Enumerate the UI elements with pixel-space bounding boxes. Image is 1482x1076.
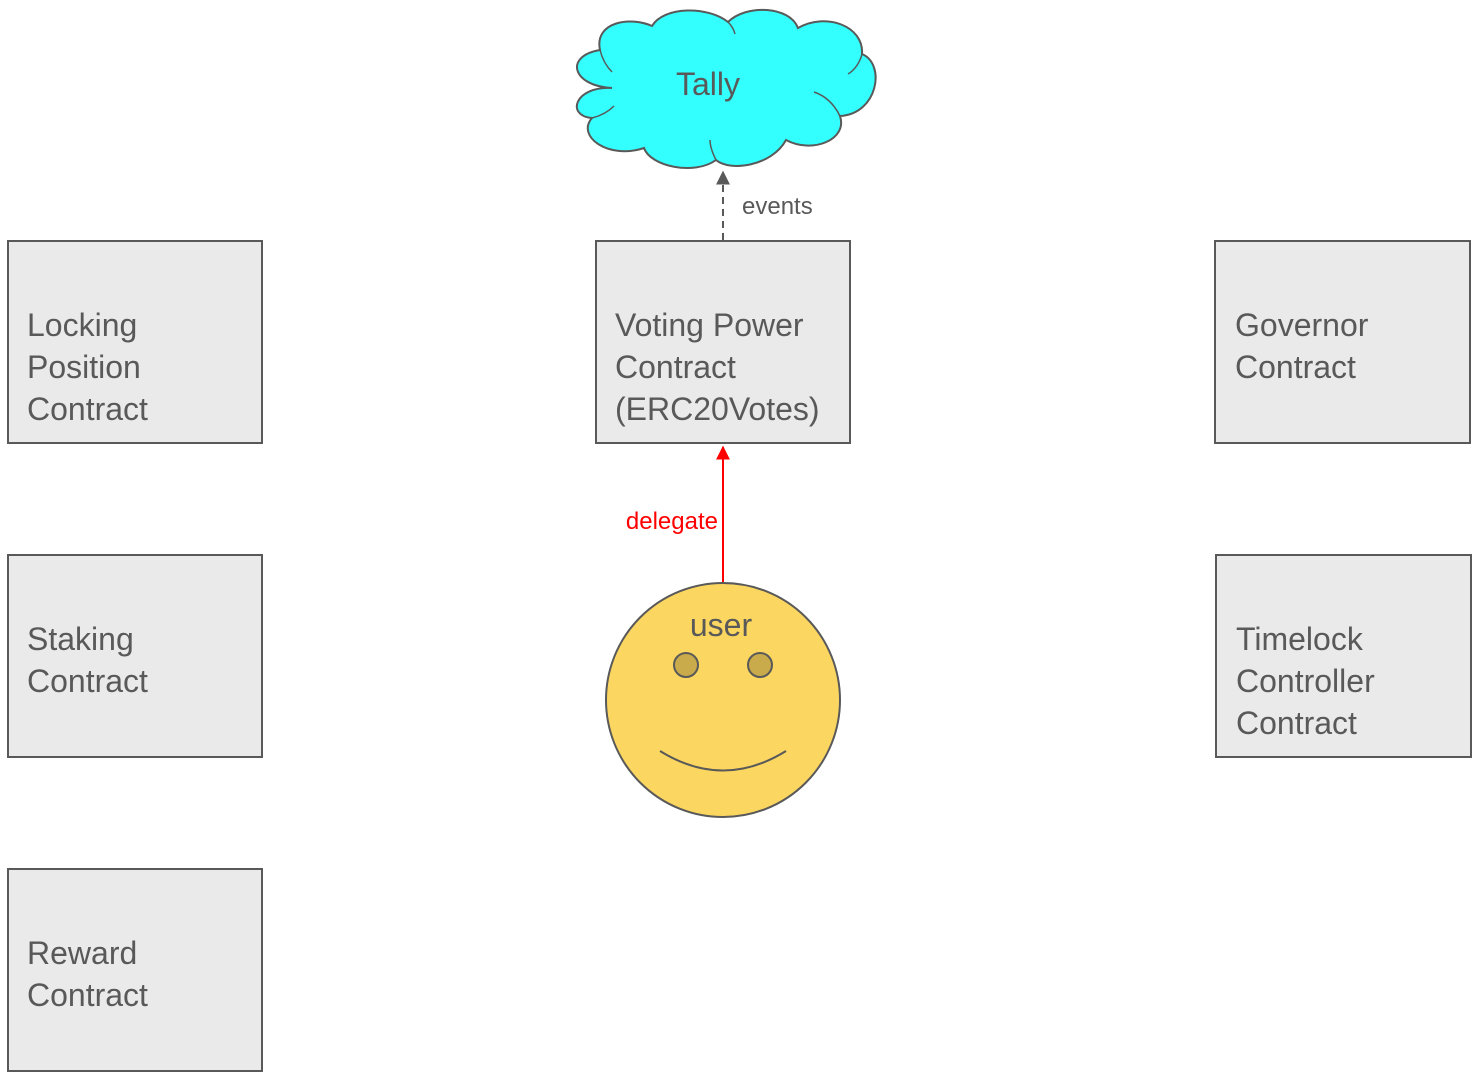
- box-line: Locking: [27, 307, 137, 343]
- user-label: user: [690, 607, 753, 643]
- svg-text:Locking Position C: Locking Position Contract: [27, 307, 150, 427]
- box-line: Governor: [1235, 307, 1369, 343]
- reward-contract-box: Reward Contract: [7, 868, 263, 1072]
- svg-text:Timelock Controller: Timelock Controller Contract: [1236, 621, 1384, 741]
- box-line: Voting Power: [615, 307, 804, 343]
- tally-label: Tally: [676, 66, 740, 102]
- smiley-right-eye: [747, 652, 773, 678]
- tally-cloud: Tally: [575, 8, 877, 169]
- box-line: Contract: [615, 349, 736, 385]
- user-smiley: user: [605, 582, 841, 818]
- voting-power-contract-box: Voting Power Contract (ERC20Votes): [595, 240, 851, 444]
- locking-position-contract-box: Locking Position Contract: [7, 240, 263, 444]
- svg-text:Reward Contract: Reward Contract: [27, 935, 148, 1013]
- box-line: (ERC20Votes): [615, 391, 820, 427]
- smiley-left-eye: [673, 652, 699, 678]
- cloud-inner-curve-bottom-left: [591, 105, 615, 119]
- events-label: events: [742, 193, 813, 220]
- box-line: Contract: [1235, 349, 1356, 385]
- cloud-inner-curve-bottom: [709, 139, 717, 161]
- edge-delegate: delegate: [626, 445, 730, 583]
- smiley-mouth: [659, 750, 787, 772]
- svg-text:Staking Contract: Staking Contract: [27, 621, 148, 699]
- smiley-face: [605, 582, 841, 818]
- svg-text:Voting Power Contract: Voting Power Contract (ERC20Votes): [615, 307, 820, 427]
- box-line: Reward: [27, 935, 137, 971]
- box-line: Contract: [27, 391, 148, 427]
- cloud-inner-curve-mid: [727, 21, 736, 35]
- box-line: Contract: [1236, 705, 1357, 741]
- box-line: Timelock: [1236, 621, 1364, 657]
- governor-contract-box: Governor Contract: [1214, 240, 1471, 444]
- svg-text:Governor Contract: Governor Contract: [1235, 307, 1377, 385]
- cloud-shape: [575, 8, 877, 169]
- cloud-inner-curve-bottom-right: [813, 91, 841, 117]
- cloud-inner-curve-right: [847, 53, 863, 75]
- staking-contract-box: Staking Contract: [7, 554, 263, 758]
- box-line: Contract: [27, 663, 148, 699]
- delegate-label: delegate: [626, 508, 718, 535]
- box-line: Contract: [27, 977, 148, 1013]
- box-line: Position: [27, 349, 141, 385]
- edge-events: events: [716, 170, 813, 240]
- cloud-inner-curve-left: [599, 49, 613, 73]
- box-line: Controller: [1236, 663, 1375, 699]
- timelock-controller-contract-box: Timelock Controller Contract: [1215, 554, 1472, 758]
- box-line: Staking: [27, 621, 134, 657]
